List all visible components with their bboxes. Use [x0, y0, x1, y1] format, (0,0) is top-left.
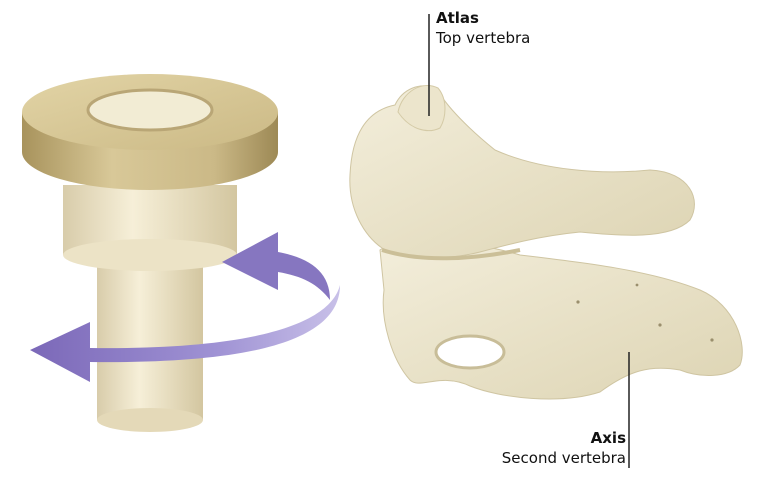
atlas-name: Atlas	[436, 8, 530, 28]
vertebrae-illustration	[350, 85, 742, 398]
bone-texture-dot	[710, 338, 713, 341]
axis-vertebra	[380, 241, 742, 399]
pivot-shaft	[97, 250, 203, 420]
axis-name: Axis	[502, 428, 626, 448]
axis-foramen	[436, 336, 504, 368]
axis-label: Axis Second vertebra	[502, 428, 626, 468]
axis-description: Second vertebra	[502, 448, 626, 468]
pivot-cap-hole	[88, 90, 212, 130]
bone-texture-dot	[658, 323, 661, 326]
bone-texture-dot	[576, 300, 579, 303]
bone-texture-dot	[636, 284, 639, 287]
pivot-shaft-bottom	[97, 408, 203, 432]
rotation-arrow-upper	[222, 232, 330, 300]
atlas-description: Top vertebra	[436, 28, 530, 48]
pivot-collar-bottom	[63, 239, 237, 271]
atlas-label: Atlas Top vertebra	[436, 8, 530, 48]
